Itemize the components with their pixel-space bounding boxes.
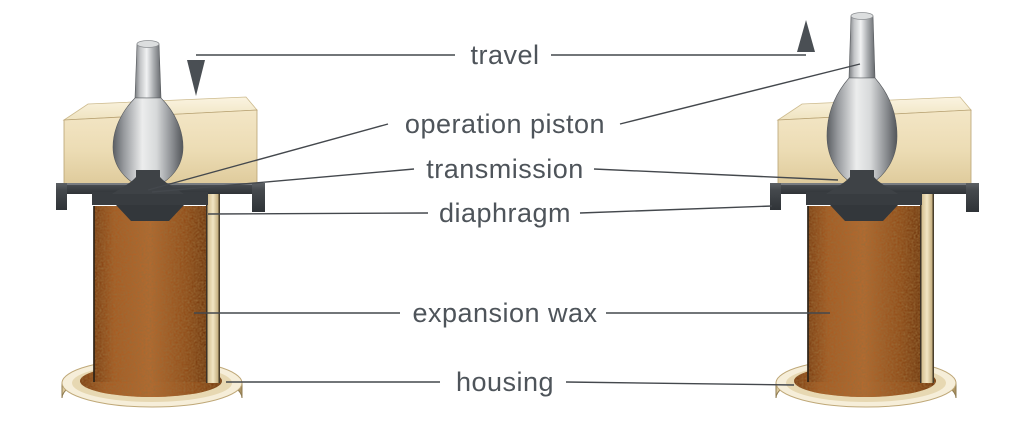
piston-bulb [826, 77, 898, 185]
wax-column [807, 206, 920, 382]
leader-operation-piston-right [619, 63, 861, 125]
label-housing: housing [455, 367, 555, 397]
housing-wall [206, 194, 220, 383]
label-expansion-wax: expansion wax [412, 298, 598, 328]
transmission-seal-boot [826, 170, 898, 194]
label-operation-piston: operation piston [404, 109, 606, 139]
left-actuator [56, 40, 265, 408]
piston-rod [134, 40, 162, 99]
leader-lines [147, 20, 861, 386]
leader-diaphragm-left [207, 212, 429, 215]
label-transmission: transmission [426, 154, 584, 184]
housing-wall [920, 194, 934, 383]
label-travel: travel [470, 40, 540, 70]
travel-down-arrow-icon [187, 60, 205, 96]
leader-diaphragm-right [579, 205, 773, 214]
leader-housing-right [565, 381, 795, 386]
leader-operation-piston-left [147, 123, 389, 191]
label-diaphragm: diaphragm [438, 198, 572, 228]
piston-rod [848, 12, 876, 79]
wax-column [93, 206, 206, 382]
leader-transmission-right [593, 168, 839, 181]
right-actuator [770, 12, 979, 408]
transmission-seal-boot [112, 170, 184, 194]
travel-up-arrow-icon [797, 20, 815, 52]
leader-transmission-left [151, 168, 415, 193]
